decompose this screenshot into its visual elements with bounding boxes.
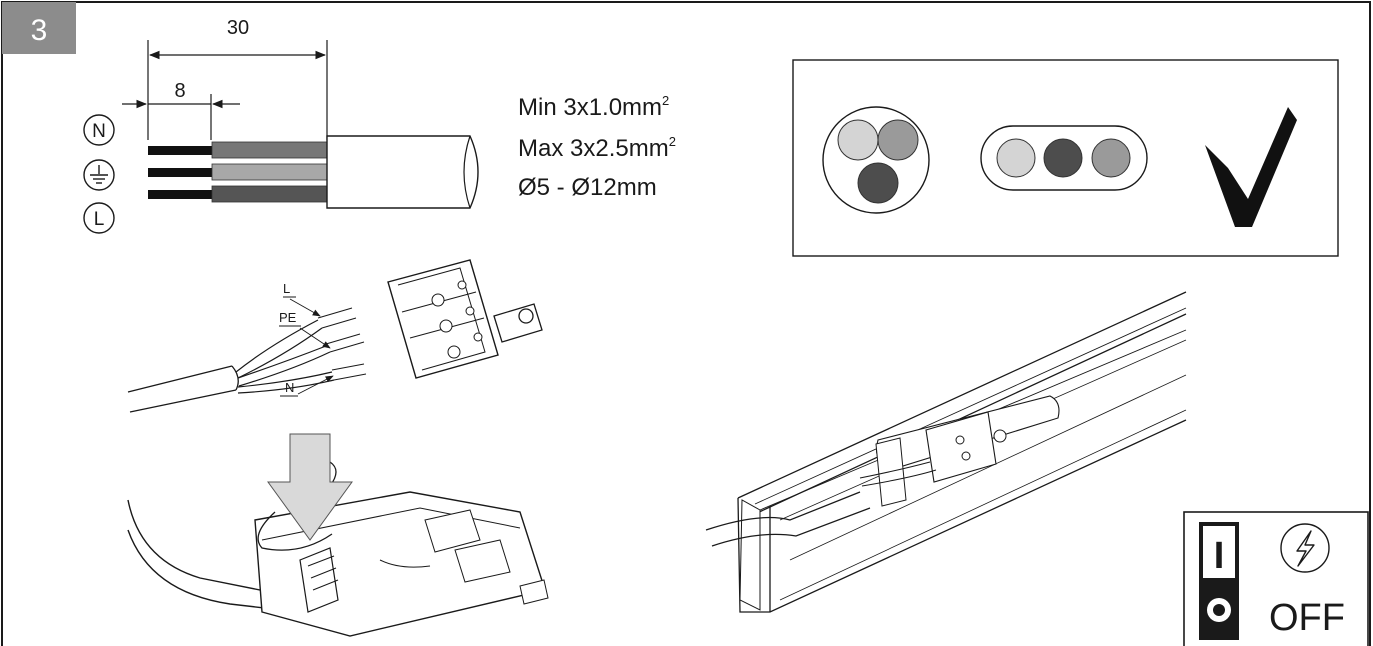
svg-text:Max 3x2.5mm2: Max 3x2.5mm2 <box>518 134 676 162</box>
strip-length-figure: 30 8 N L <box>83 17 479 234</box>
lightning-icon <box>1280 523 1330 573</box>
wire-connection-figure: L PE N <box>127 259 543 413</box>
label-live: L <box>283 281 290 296</box>
earth-symbol-icon <box>83 159 115 191</box>
label-earth: PE <box>279 310 297 325</box>
power-switch-icon: I <box>1199 522 1239 640</box>
flat-cable-icon <box>980 125 1148 191</box>
live-symbol <box>83 202 115 234</box>
earth-wire <box>211 163 329 181</box>
cable-spec: Min 3x1.0mm2 Max 3x2.5mm2 Ø5 - Ø12mm <box>518 93 676 201</box>
neutral-wire <box>211 141 329 159</box>
checkmark-icon <box>1205 107 1297 227</box>
round-cable-icon <box>822 106 930 214</box>
spec-min: Min 3x1.0mm <box>518 94 662 121</box>
push-arrow-icon <box>267 433 353 541</box>
svg-text:L: L <box>94 209 105 230</box>
dimension-strip-label: 8 <box>174 80 185 102</box>
svg-text:N: N <box>92 121 106 142</box>
neutral-symbol <box>83 114 115 146</box>
switch-on-mark: I <box>1214 535 1225 577</box>
step-badge: 3 <box>2 2 76 54</box>
power-off-notice: I OFF <box>1183 511 1369 646</box>
cable-sheath <box>326 135 479 209</box>
terminal-block-icon <box>387 259 543 379</box>
spec-max: Max 3x2.5mm <box>518 135 669 162</box>
compatible-cable-box <box>792 59 1339 257</box>
spec-diameter: Ø5 - Ø12mm <box>518 174 657 201</box>
live-wire <box>211 185 329 203</box>
step-number: 3 <box>31 14 48 47</box>
label-neutral: N <box>285 380 294 395</box>
svg-text:Min 3x1.0mm2: Min 3x1.0mm2 <box>518 93 669 121</box>
power-state-label: OFF <box>1269 597 1345 639</box>
dimension-total-label: 30 <box>227 17 249 39</box>
push-in-assembly-figure <box>127 433 549 637</box>
luminaire-track-figure <box>705 291 1187 613</box>
